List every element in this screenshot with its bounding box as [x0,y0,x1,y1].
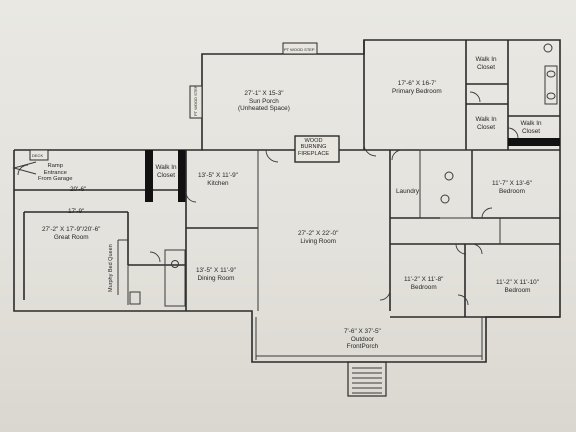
walk-in-closet-top-label: Walk In Closet [475,56,497,71]
wood-step-top [282,42,318,55]
front-steps [347,361,387,397]
closet-wall-solid-2 [178,150,186,202]
exterior-wall [13,39,561,363]
closet-right-label: Walk In Closet [520,120,542,135]
toilet [543,43,553,53]
ramp-arrow [12,161,37,175]
dimension-mid-label: 17'-9" [68,208,85,215]
deck-box [29,149,49,161]
laundry-label: Laundry [396,188,420,195]
living-room-label: 27'-2" X 22'-0"Living Room [298,230,339,245]
sun-porch-label: 27'-1" X 15-3"Sun Porch(Unheated Space) [238,90,290,112]
kitchen-label: 13'-5" X 11'-9"Kitchen [198,172,238,187]
primary-bedroom-label: 17'-6" X 16-7'Primary Bedroom [392,80,442,95]
fireplace [294,135,340,163]
door-swing [265,149,279,163]
closet-wall-solid-3 [508,138,560,146]
dimension-top-label: 20'-6" [70,186,87,193]
vanity [544,65,558,105]
laundry-bath-block [419,149,473,219]
wood-step-side-label: PT WOOD STEP [193,85,198,116]
great-room-label: 27'-2" X 17'-9"/20'-6"Great Room [42,226,101,241]
bedroom-ne-label: 11'-7" X 13'-6"Bedroom [492,180,532,195]
bedroom-se-label: 11'-2" X 11'-10"Bedroom [496,279,539,294]
murphy-bed-label: Murphy Bed Queen [108,244,114,292]
closet-wall-solid [145,150,153,202]
wood-step-side [189,85,203,119]
deck-label: DECK [32,153,44,158]
bathroom [164,249,186,307]
dining-room-label: 13'-5" X 11'-9"Dining Room [196,267,236,282]
closet-mid-label: Walk In Closet [475,116,497,131]
wood-step-top-label: PT WOOD STEP [284,47,315,52]
bedroom-mid-label: 11'-2" X 11'-8"Bedroom [404,276,444,291]
walk-in-closet-left-label: Walk In Closet [155,164,177,179]
